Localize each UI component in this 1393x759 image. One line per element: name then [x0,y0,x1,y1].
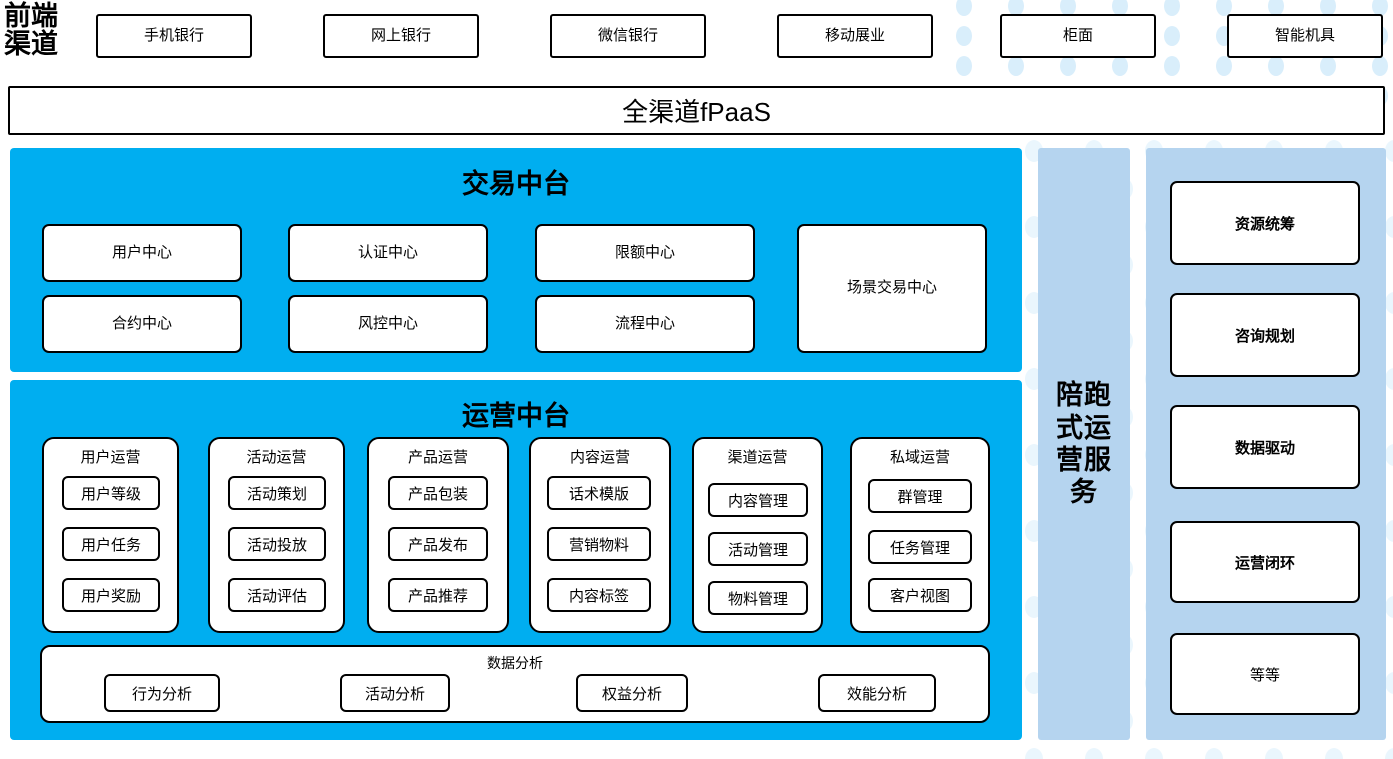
decorative-dot [1372,56,1388,76]
operation-column-user-title: 用户运营 [80,449,141,466]
capability-node-etc[interactable]: 等等 [1170,633,1360,715]
operation-item-customer-view[interactable]: 客户视图 [868,578,972,612]
capability-node-resource-coordination[interactable]: 资源统筹 [1170,181,1360,265]
tx-node-contract-center[interactable]: 合约中心 [42,295,242,353]
analysis-item-activity[interactable]: 活动分析 [340,674,450,712]
operation-item-user-task[interactable]: 用户任务 [62,527,160,561]
channel-item-counter[interactable]: 柜面 [1000,14,1156,58]
operation-item-marketing-material[interactable]: 营销物料 [547,527,651,561]
transaction-platform-title: 交易中台 [462,169,570,199]
decorative-dot [1325,748,1343,759]
capability-node-data-driven[interactable]: 数据驱动 [1170,405,1360,489]
operation-item-product-recommend[interactable]: 产品推荐 [388,578,488,612]
tx-node-auth-center[interactable]: 认证中心 [288,224,488,282]
decorative-dot [1085,748,1103,759]
operation-item-group-manage[interactable]: 群管理 [868,479,972,513]
decorative-dot [1265,748,1283,759]
data-analysis-title: 数据分析 [487,655,543,671]
decorative-dot [1205,748,1223,759]
operation-item-script-template[interactable]: 话术模版 [547,476,651,510]
front-channel-label-line1: 前端 [4,1,58,31]
decorative-dot [1008,56,1024,76]
tx-node-risk-center[interactable]: 风控中心 [288,295,488,353]
decorative-dot [1112,56,1128,76]
tx-node-process-center[interactable]: 流程中心 [535,295,755,353]
decorative-dot [1385,596,1393,618]
channel-item-online-bank[interactable]: 网上银行 [323,14,479,58]
operation-item-activity-plan[interactable]: 活动策划 [228,476,326,510]
decorative-dot [1385,672,1393,694]
operation-platform-title: 运营中台 [462,401,570,431]
operation-column-content-title: 内容运营 [569,449,630,466]
operation-column-product-title: 产品运营 [407,449,468,466]
operation-column-private-domain-title: 私域运营 [889,449,950,466]
decorative-dot [1268,56,1284,76]
analysis-item-efficiency[interactable]: 效能分析 [818,674,936,712]
operation-item-content-manage[interactable]: 内容管理 [708,483,808,517]
decorative-dot [1385,748,1393,759]
decorative-dot [956,56,972,76]
fpaas-bar[interactable]: 全渠道fPaaS [8,86,1385,135]
operation-item-user-level[interactable]: 用户等级 [62,476,160,510]
decorative-dot [1385,444,1393,466]
operation-item-activity-manage[interactable]: 活动管理 [708,532,808,566]
front-channel-label: 前端 渠道 [4,2,88,59]
decorative-dot [956,0,972,16]
operation-item-task-manage[interactable]: 任务管理 [868,530,972,564]
operation-item-material-manage[interactable]: 物料管理 [708,581,808,615]
decorative-dot [1385,368,1393,390]
decorative-dot [1320,56,1336,76]
decorative-dot [1216,56,1232,76]
operation-column-channel-title: 渠道运营 [727,449,788,466]
decorative-dot [1385,140,1393,162]
analysis-item-behavior[interactable]: 行为分析 [104,674,220,712]
channel-item-smart-machine[interactable]: 智能机具 [1227,14,1383,58]
channel-item-mobile-bank[interactable]: 手机银行 [96,14,252,58]
operation-item-activity-eval[interactable]: 活动评估 [228,578,326,612]
tx-node-scenario-trade-center[interactable]: 场景交易中心 [797,224,987,353]
operation-item-user-reward[interactable]: 用户奖励 [62,578,160,612]
decorative-dot [1164,56,1180,76]
tx-node-limit-center[interactable]: 限额中心 [535,224,755,282]
operation-item-activity-launch[interactable]: 活动投放 [228,527,326,561]
decorative-dot [1385,292,1393,314]
decorative-dot [1385,216,1393,238]
decorative-dot [1060,56,1076,76]
operation-item-product-package[interactable]: 产品包装 [388,476,488,510]
analysis-item-rights[interactable]: 权益分析 [576,674,688,712]
decorative-dot [1385,520,1393,542]
decorative-dot [1164,26,1180,46]
channel-item-wechat-bank[interactable]: 微信银行 [550,14,706,58]
decorative-dot [1164,0,1180,16]
decorative-dot [956,26,972,46]
decorative-dot [1025,748,1043,759]
operation-item-product-release[interactable]: 产品发布 [388,527,488,561]
accompany-service-strip: 陪跑式运营服务 [1038,148,1130,740]
channel-item-mobile-business[interactable]: 移动展业 [777,14,933,58]
front-channel-label-line2: 渠道 [4,29,58,60]
tx-node-user-center[interactable]: 用户中心 [42,224,242,282]
decorative-dot [1145,748,1163,759]
capability-node-consulting-planning[interactable]: 咨询规划 [1170,293,1360,377]
operation-item-content-tag[interactable]: 内容标签 [547,578,651,612]
capability-node-operation-closed-loop[interactable]: 运营闭环 [1170,521,1360,603]
accompany-service-label: 陪跑式运营服务 [1056,380,1112,508]
operation-column-activity-title: 活动运营 [246,449,307,466]
